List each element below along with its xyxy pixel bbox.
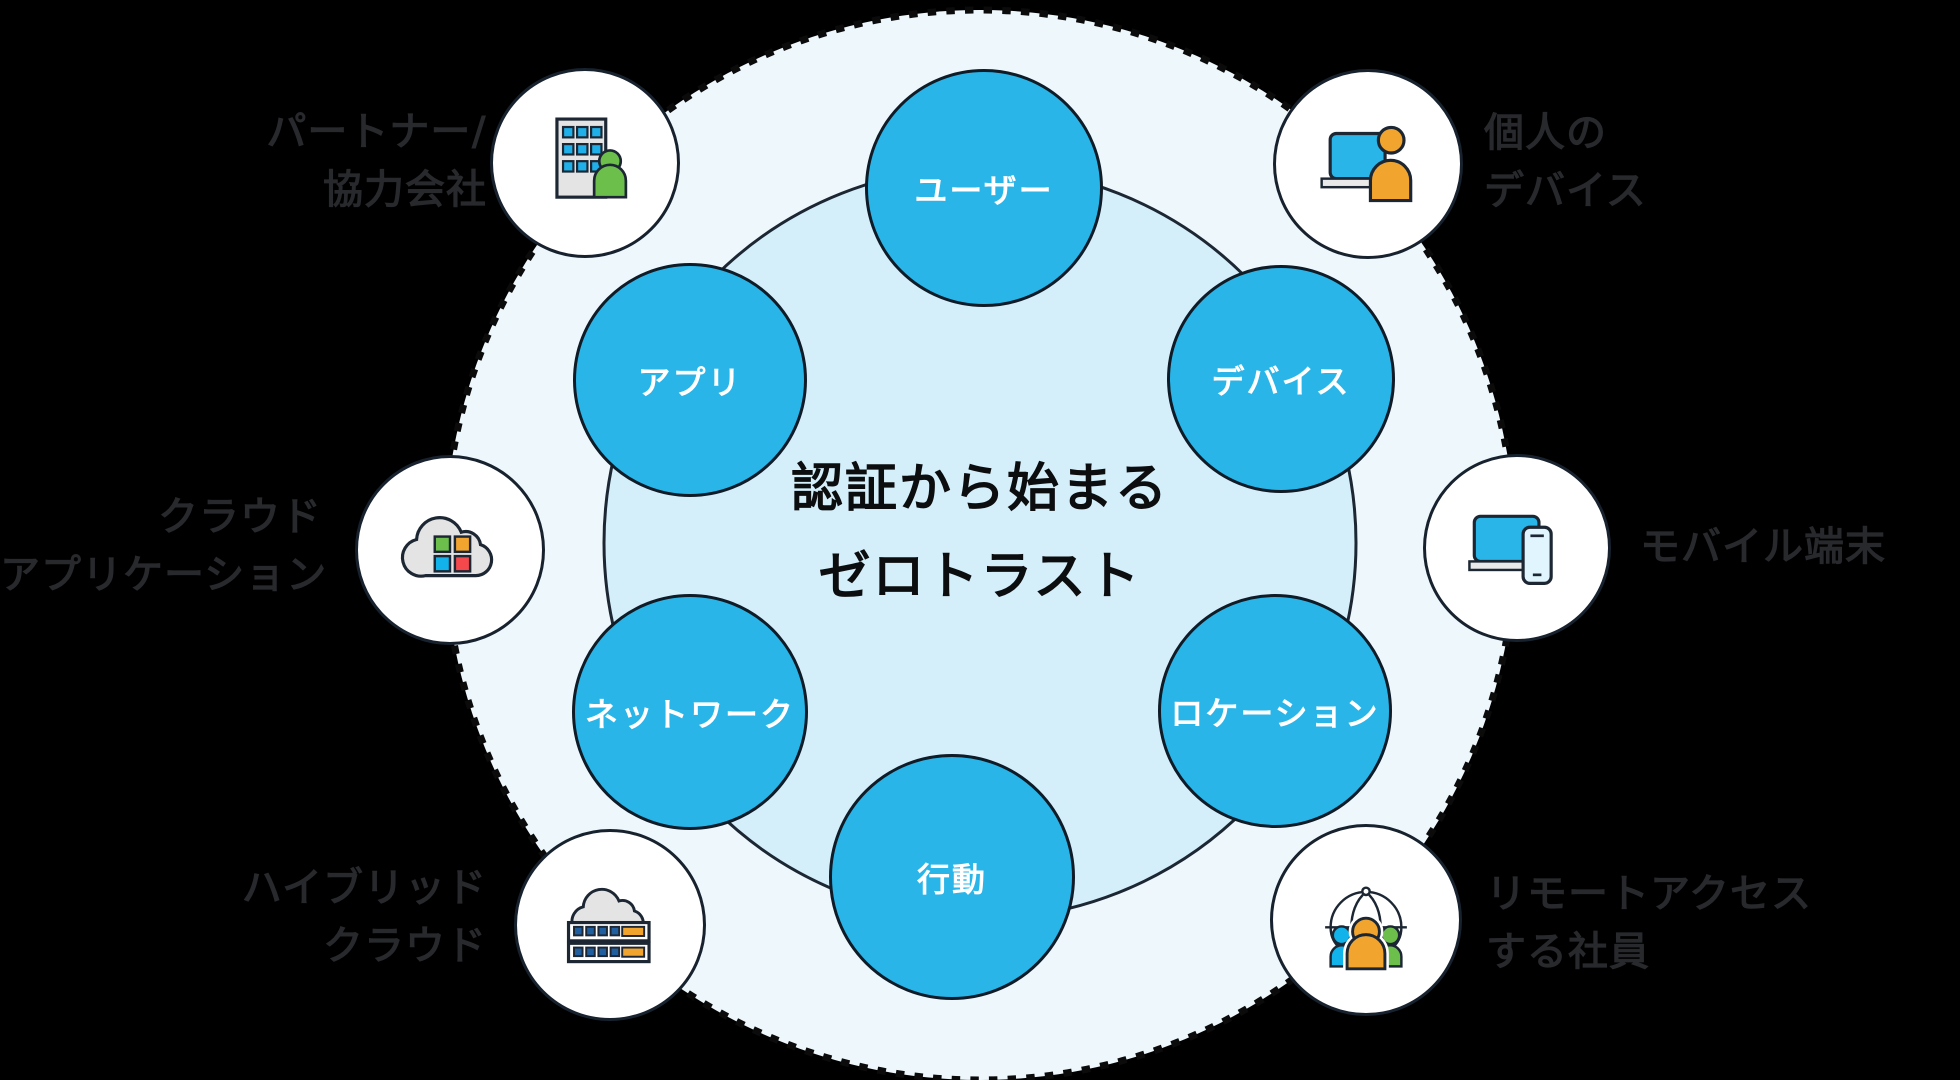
laptop-user-icon bbox=[1320, 125, 1413, 203]
node-remote-workers bbox=[1270, 824, 1462, 1016]
label-cloud-apps-line1: クラウド bbox=[158, 494, 322, 540]
globe-team-icon bbox=[1325, 886, 1407, 973]
label-partner-line2: 協力会社 bbox=[323, 167, 487, 213]
bubble-location-label: ロケーション bbox=[1170, 694, 1380, 733]
bubble-user: ユーザー bbox=[865, 69, 1103, 307]
bubble-device-label: デバイス bbox=[1211, 362, 1351, 401]
label-hybrid-cloud: ハイブリッド クラウド bbox=[147, 859, 487, 975]
center-title-line1: 認証から始まる bbox=[790, 459, 1169, 519]
node-cloud-apps bbox=[355, 455, 545, 645]
cloud-server-icon bbox=[566, 887, 651, 964]
label-hybrid-cloud-line2: クラウド bbox=[323, 923, 487, 969]
label-remote-workers: リモートアクセス する社員 bbox=[1486, 865, 1916, 981]
node-personal-device bbox=[1273, 69, 1463, 259]
node-partner bbox=[490, 68, 680, 258]
label-personal-device: 個人の デバイス bbox=[1484, 104, 1904, 220]
bubble-device: デバイス bbox=[1167, 265, 1395, 493]
bubble-network-label: ネットワーク bbox=[585, 695, 795, 734]
label-cloud-apps-line2: アプリケーション bbox=[0, 552, 328, 598]
label-hybrid-cloud-line1: ハイブリッド bbox=[241, 865, 487, 911]
label-remote-workers-line2: する社員 bbox=[1486, 929, 1650, 975]
label-partner: パートナー/ 協力会社 bbox=[107, 103, 487, 219]
bubble-app: アプリ bbox=[573, 263, 807, 497]
label-cloud-apps: クラウド アプリケーション bbox=[0, 488, 328, 604]
node-mobile bbox=[1423, 454, 1611, 642]
office-building-partner-icon bbox=[555, 117, 628, 199]
bubble-behavior: 行動 bbox=[829, 754, 1075, 1000]
bubble-app-label: アプリ bbox=[637, 363, 743, 402]
label-personal-device-line1: 個人の bbox=[1484, 110, 1607, 156]
center-title-line2: ゼロトラスト bbox=[818, 547, 1142, 607]
label-partner-line1: パートナー/ bbox=[266, 109, 487, 155]
center-title: 認証から始まる ゼロトラスト bbox=[580, 445, 1380, 621]
bubble-user-label: ユーザー bbox=[914, 171, 1054, 210]
bubble-behavior-label: 行動 bbox=[917, 860, 987, 899]
node-hybrid-cloud bbox=[514, 829, 706, 1021]
label-personal-device-line2: デバイス bbox=[1484, 168, 1647, 214]
bubble-network: ネットワーク bbox=[572, 594, 808, 830]
label-remote-workers-line1: リモートアクセス bbox=[1486, 871, 1812, 917]
cloud-applications-icon bbox=[400, 516, 494, 578]
label-mobile: モバイル端末 bbox=[1640, 518, 1960, 576]
laptop-smartphone-icon bbox=[1468, 514, 1553, 585]
bubble-location: ロケーション bbox=[1158, 594, 1392, 828]
label-mobile-line1: モバイル端末 bbox=[1640, 524, 1886, 570]
